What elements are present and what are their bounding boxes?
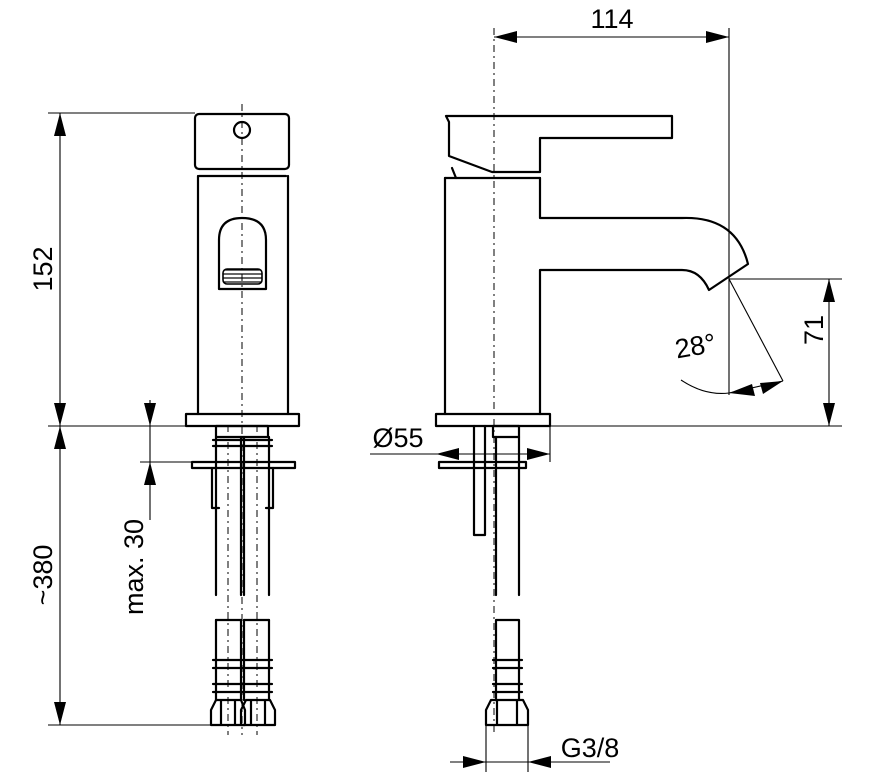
side-lever <box>444 114 674 174</box>
dim-max-deck-thickness: max. 30 <box>119 519 149 615</box>
side-base <box>434 412 552 428</box>
dim-hose-length: ~380 <box>28 545 58 606</box>
side-view <box>434 28 750 735</box>
front-hose-left <box>214 435 243 597</box>
dim-spout-angle: 28° <box>673 328 718 365</box>
front-hose-right <box>242 435 271 597</box>
dim-connection-thread: G3/8 <box>561 733 620 763</box>
dim-base-diameter: Ø55 <box>372 423 423 453</box>
side-hose-nut <box>484 698 530 727</box>
side-hose <box>494 435 521 597</box>
side-body-spout <box>443 176 750 416</box>
dim-spout-height: 71 <box>799 315 829 345</box>
front-body <box>196 174 290 416</box>
dimension-lines <box>48 28 842 772</box>
front-view <box>184 104 301 735</box>
dim-spout-reach: 114 <box>590 4 633 34</box>
front-hose-nut-right <box>239 698 277 727</box>
front-lever-cap <box>193 112 291 171</box>
dim-total-height: 152 <box>28 246 58 291</box>
